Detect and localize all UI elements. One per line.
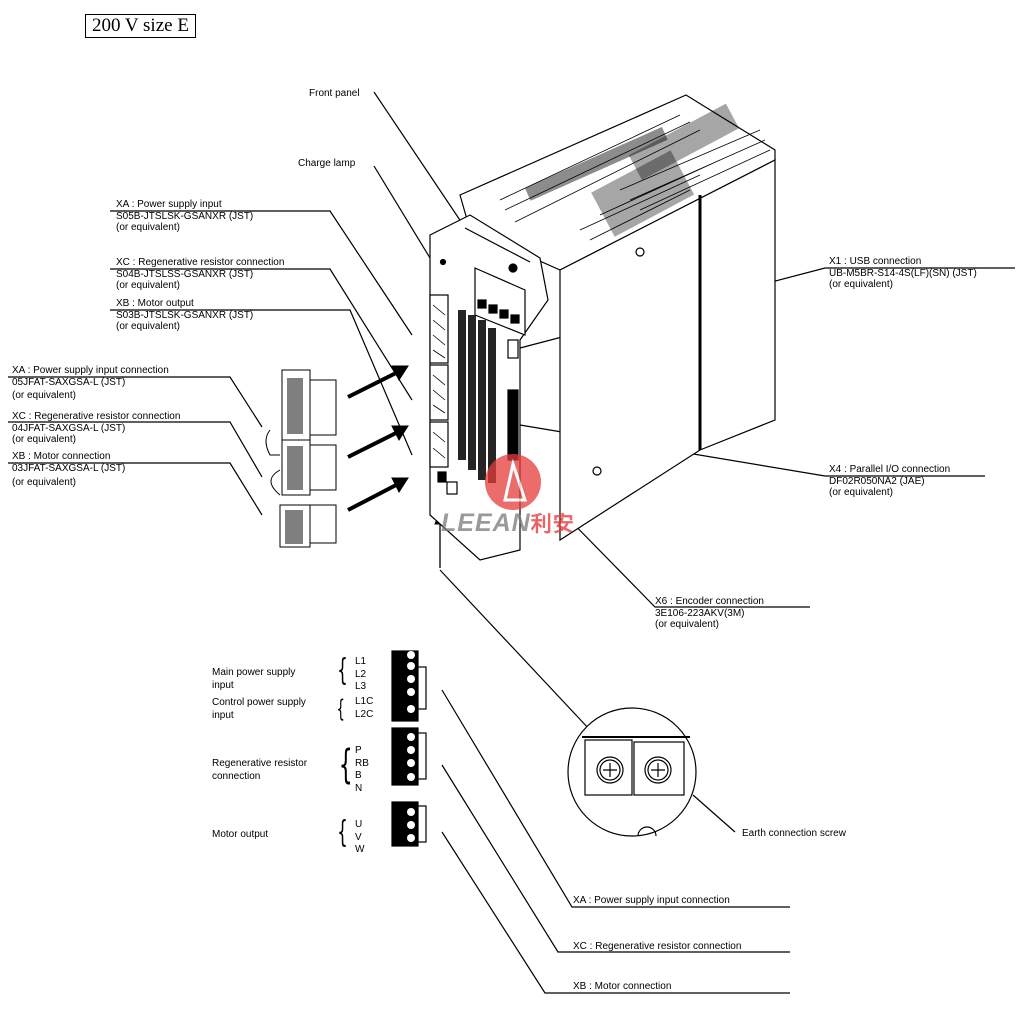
leader-xb-unit xyxy=(110,309,413,456)
leader-x6 xyxy=(559,509,810,608)
watermark: LEEAN利安 xyxy=(441,509,575,537)
plug-connector-xc: XC : Regenerative resistor connection 04… xyxy=(12,411,181,445)
leader-charge-lamp xyxy=(373,165,431,259)
pin-group-regen: Regenerative resistor connection xyxy=(212,758,308,782)
leader-xb-bottom xyxy=(441,831,790,994)
plug-connector-xb: XB : Motor connection 03JFAT-SAXGSA-L (J… xyxy=(12,451,126,488)
brace-control-power: { xyxy=(336,695,345,723)
bottom-label-xc: XC : Regenerative resistor connection xyxy=(573,941,742,952)
leader-xc-plug xyxy=(8,421,263,478)
leader-xa-bottom xyxy=(441,689,790,908)
brace-regen: { xyxy=(338,742,353,788)
unit-connector-xa: XA : Power supply input S05B-JTSLSK-GSAN… xyxy=(116,199,254,233)
leader-xa-plug xyxy=(8,376,263,428)
connector-x6-encoder: X6 : Encoder connection 3E106-223AKV(3M)… xyxy=(655,596,764,630)
bottom-label-xb: XB : Motor connection xyxy=(573,981,672,992)
label-charge-lamp: Charge lamp xyxy=(298,158,356,169)
leader-xb-plug xyxy=(8,462,263,516)
leader-xc-bottom xyxy=(441,764,790,953)
label-earth-screw: Earth connection screw xyxy=(742,828,846,839)
pin-group-control-power: Control power supply input xyxy=(212,697,306,721)
connector-x4-parallel-io: X4 : Parallel I/O connection DF02R050NA2… xyxy=(829,464,951,498)
unit-connector-xc: XC : Regenerative resistor connection S0… xyxy=(116,257,285,291)
leader-earth-screw xyxy=(692,794,736,833)
leader-xc-unit xyxy=(110,268,413,401)
watermark-logo xyxy=(485,454,541,510)
unit-connector-xb: XB : Motor output S03B-JTSLSK-GSANXR (JS… xyxy=(116,298,254,332)
brace-motor: { xyxy=(337,815,348,850)
pin-group-main-power: Main power supply input xyxy=(212,667,296,691)
bottom-label-xa: XA : Power supply input connection xyxy=(573,895,730,906)
brace-main-power: { xyxy=(337,653,348,688)
pin-group-motor: Motor output xyxy=(212,829,269,840)
earth-detail xyxy=(567,707,697,837)
leader-xa-unit xyxy=(110,210,413,336)
connector-x1-usb: X1 : USB connection UB-M5BR-S14-4S(LF)(S… xyxy=(829,256,977,290)
plug-connector-xa: XA : Power supply input connection 05JFA… xyxy=(12,365,169,401)
label-front-panel: Front panel xyxy=(309,88,360,99)
diagram-title: 200 V size E xyxy=(85,14,196,38)
leader-earth-detail xyxy=(439,569,591,731)
